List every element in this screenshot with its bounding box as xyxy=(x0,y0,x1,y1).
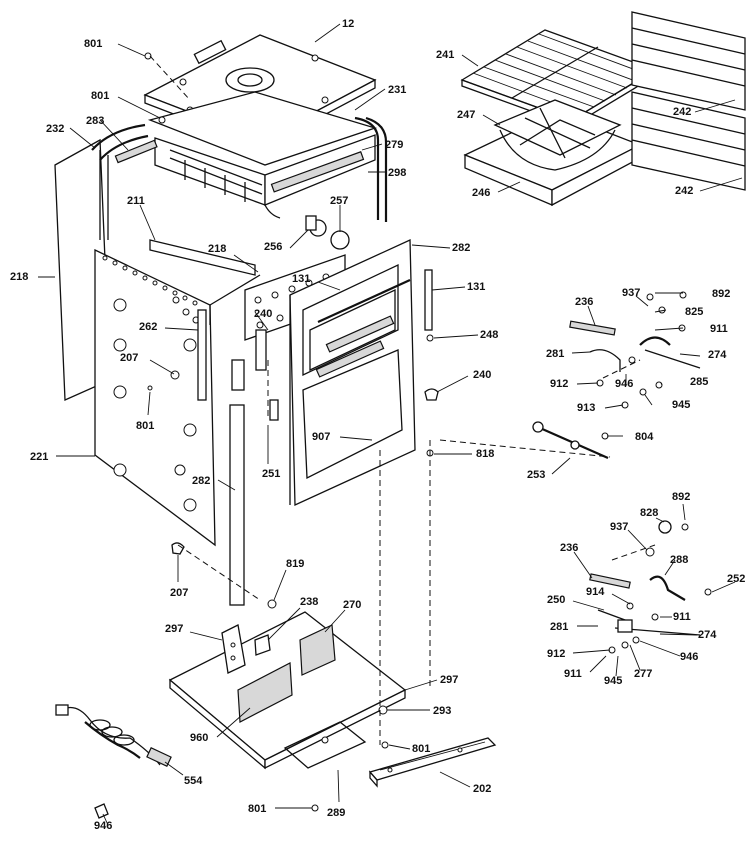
callout-236: 236 xyxy=(575,296,593,308)
callout-912: 912 xyxy=(550,378,568,390)
callout-238: 238 xyxy=(300,596,318,608)
callout-247: 247 xyxy=(457,109,475,121)
callout-131: 131 xyxy=(292,273,310,285)
callout-240: 240 xyxy=(473,369,491,381)
callout-211: 211 xyxy=(127,195,145,207)
callout-285: 285 xyxy=(690,376,708,388)
callout-911: 911 xyxy=(710,323,728,335)
callout-262: 262 xyxy=(139,321,157,333)
callout-801: 801 xyxy=(412,743,430,755)
callout-946: 946 xyxy=(680,651,698,663)
callout-804: 804 xyxy=(635,431,654,443)
callout-250: 250 xyxy=(547,594,565,606)
callout-labels: 801 12 241 801 231 247 242 232 283 279 2… xyxy=(10,18,745,832)
callout-221: 221 xyxy=(30,451,48,463)
callout-218: 218 xyxy=(10,271,28,283)
callout-297: 297 xyxy=(165,623,183,635)
broiler-pan xyxy=(463,99,642,207)
callout-801: 801 xyxy=(136,420,154,432)
callout-914: 914 xyxy=(586,586,605,598)
callout-911: 911 xyxy=(564,668,582,680)
callout-12: 12 xyxy=(342,18,354,30)
callout-270: 270 xyxy=(343,599,361,611)
callout-202: 202 xyxy=(473,783,491,795)
callout-236: 236 xyxy=(560,542,578,554)
callout-937: 937 xyxy=(610,521,628,533)
callout-256: 256 xyxy=(264,241,282,253)
callout-911: 911 xyxy=(673,611,691,623)
callout-281: 281 xyxy=(546,348,564,360)
callout-946: 946 xyxy=(615,378,633,390)
callout-960: 960 xyxy=(190,732,208,744)
callout-554: 554 xyxy=(184,775,203,787)
callout-298: 298 xyxy=(388,167,406,179)
callout-240: 240 xyxy=(254,308,272,320)
oven-front-frame xyxy=(289,238,416,507)
callout-207: 207 xyxy=(170,587,188,599)
inner-side-panel xyxy=(197,254,346,606)
wrapper-panel xyxy=(94,239,261,547)
callout-819: 819 xyxy=(286,558,304,570)
rack-supports xyxy=(631,11,746,191)
callout-241: 241 xyxy=(436,49,454,61)
callout-297: 297 xyxy=(440,674,458,686)
callout-907: 907 xyxy=(312,431,330,443)
callout-892: 892 xyxy=(672,491,690,503)
callout-946: 946 xyxy=(94,820,112,832)
callout-945: 945 xyxy=(672,399,690,411)
callout-892: 892 xyxy=(712,288,730,300)
callout-279: 279 xyxy=(385,139,403,151)
heating-element xyxy=(424,269,433,331)
callout-288: 288 xyxy=(670,554,688,566)
kick-plate xyxy=(368,737,497,788)
leader-lines xyxy=(38,23,743,826)
callout-131: 131 xyxy=(467,281,485,293)
callout-281: 281 xyxy=(550,621,568,633)
callout-277: 277 xyxy=(634,668,652,680)
callout-282: 282 xyxy=(192,475,210,487)
callout-242: 242 xyxy=(675,185,693,197)
callout-246: 246 xyxy=(472,187,490,199)
callout-283: 283 xyxy=(86,115,104,127)
callout-801: 801 xyxy=(91,90,109,102)
callout-218: 218 xyxy=(208,243,226,255)
callout-257: 257 xyxy=(330,195,348,207)
callout-274: 274 xyxy=(698,629,717,641)
callout-801: 801 xyxy=(84,38,102,50)
callout-253: 253 xyxy=(527,469,545,481)
callout-293: 293 xyxy=(433,705,451,717)
callout-231: 231 xyxy=(388,84,406,96)
callout-818: 818 xyxy=(476,448,494,460)
callout-945: 945 xyxy=(604,675,622,687)
callout-274: 274 xyxy=(708,349,727,361)
callout-825: 825 xyxy=(685,306,703,318)
callout-251: 251 xyxy=(262,468,280,480)
callout-828: 828 xyxy=(640,507,658,519)
callout-207: 207 xyxy=(120,352,138,364)
callout-232: 232 xyxy=(46,123,64,135)
callout-937: 937 xyxy=(622,287,640,299)
callout-913: 913 xyxy=(577,402,595,414)
callout-242: 242 xyxy=(673,106,691,118)
fasteners xyxy=(94,370,389,819)
callout-248: 248 xyxy=(480,329,498,341)
assembly-guide-lines xyxy=(149,55,656,745)
callout-289: 289 xyxy=(327,807,345,819)
switch-assembly-upper xyxy=(569,291,701,409)
thermostat-probe xyxy=(532,421,609,460)
callout-282: 282 xyxy=(452,242,470,254)
switch-assembly-lower xyxy=(589,520,712,654)
callout-252: 252 xyxy=(727,573,745,585)
power-cord xyxy=(55,704,172,767)
callout-801: 801 xyxy=(248,803,266,815)
bottom-panel xyxy=(168,611,407,770)
front-frame xyxy=(147,91,388,222)
callout-912: 912 xyxy=(547,648,565,660)
